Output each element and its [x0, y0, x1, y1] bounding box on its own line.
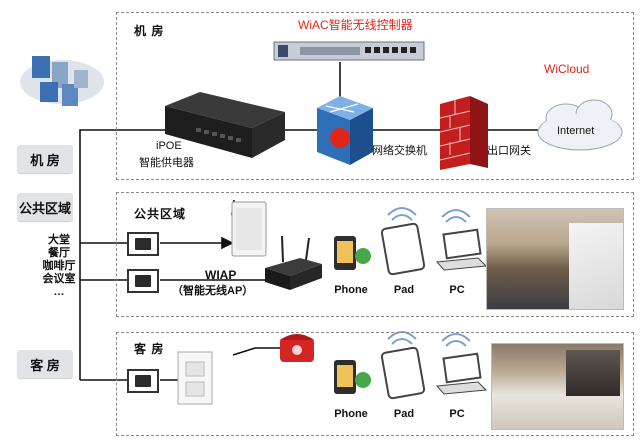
gateway-label: 出口网关	[487, 145, 531, 157]
public-phone-label: Phone	[334, 284, 368, 296]
ethernet-port-icon	[127, 232, 159, 256]
area-item: 咖啡厅	[42, 260, 76, 272]
guest-room-photo	[491, 343, 624, 430]
sidebar-public-area: 公共区域	[17, 193, 73, 221]
ap-label: WIAP	[205, 268, 237, 282]
ipoe-label: iPOE	[156, 140, 182, 152]
guest-pad-label: Pad	[393, 408, 415, 420]
wall-panel-device	[177, 351, 213, 405]
zone-public-area	[116, 192, 634, 317]
area-list: 大堂 餐厅 咖啡厅 会议室 …	[38, 234, 80, 299]
zone-label-public-area: 公共区域	[134, 207, 187, 221]
network-switch-device	[317, 96, 373, 165]
ethernet-port-icon	[127, 269, 159, 293]
controller-label: WiAC智能无线控制器	[298, 18, 413, 32]
controller-device	[273, 41, 425, 61]
public-pad-label: Pad	[393, 284, 415, 296]
ap-sublabel: （智能无线AP）	[172, 285, 254, 297]
server-cluster-icon	[20, 56, 104, 106]
public-pc-label: PC	[449, 284, 465, 296]
wicloud-label: WiCloud	[544, 62, 590, 76]
ethernet-port-icon	[127, 369, 159, 393]
laptop-photo-inset	[569, 223, 623, 309]
cloud-icon	[537, 99, 623, 151]
ipoe-device	[165, 92, 285, 158]
guest-phone-label: Phone	[334, 408, 368, 420]
area-item: …	[53, 286, 65, 298]
sidebar-machine-room: 机 房	[17, 145, 73, 173]
room-photo-inset	[566, 350, 620, 396]
ipoe-sublabel: 智能供电器	[139, 157, 194, 169]
zone-guest-room	[116, 332, 634, 436]
public-client-devices	[334, 207, 488, 276]
telephone-icon	[280, 334, 314, 362]
zone-machine-room	[116, 12, 634, 180]
guest-client-devices	[334, 331, 488, 400]
lobby-photo	[486, 208, 624, 310]
wireless-router-device	[265, 235, 322, 290]
area-item: 餐厅	[48, 247, 70, 259]
zone-label-machine-room: 机 房	[134, 24, 165, 38]
guest-pc-label: PC	[449, 408, 465, 420]
ap-panel-device	[231, 199, 267, 257]
internet-label: Internet	[557, 125, 595, 137]
wiring	[79, 62, 540, 381]
area-item: 大堂	[48, 234, 70, 246]
zone-label-guest-room: 客 房	[134, 342, 165, 356]
switch-label: 网络交换机	[372, 145, 427, 157]
area-item: 会议室	[42, 273, 76, 285]
sidebar-guest-room: 客 房	[17, 350, 73, 378]
firewall-device	[439, 96, 488, 170]
